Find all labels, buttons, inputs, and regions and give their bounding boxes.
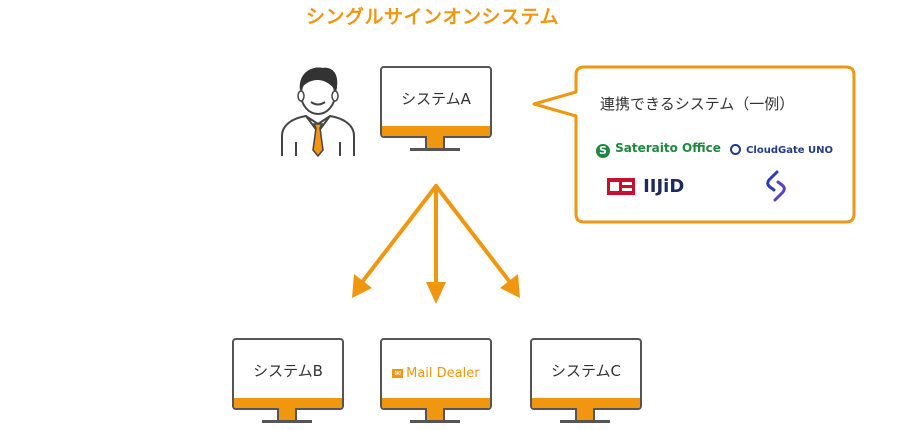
distribution-arrows	[352, 184, 520, 304]
monitor-system-c: システムC	[530, 338, 642, 423]
monitor-system-a: システムA	[380, 66, 492, 151]
bubble-heading: 連携できるシステム（一例）	[600, 95, 795, 113]
chain-logo-icon	[766, 170, 786, 202]
user-icon	[281, 67, 355, 158]
mail-dealer-logo: ✉Mail Dealer	[392, 366, 480, 381]
iijid-logo: IIJiD	[607, 176, 684, 197]
monitor-mail-dealer: ✉Mail Dealer	[380, 338, 492, 423]
sateraito-logo: S Sateraito Office	[596, 137, 721, 158]
arrow-to-system-b	[354, 184, 438, 292]
system-a-label: システムA	[401, 90, 471, 108]
monitor-system-b: システムB	[232, 338, 344, 423]
iijid-mark-icon	[607, 178, 635, 195]
diagram-title: シングルサインオンシステム	[306, 6, 559, 28]
sateraito-icon: S	[596, 144, 610, 158]
arrow-to-system-c	[434, 184, 518, 292]
mail-dealer-mark-icon: ✉	[392, 369, 404, 378]
system-b-label: システムB	[253, 362, 323, 380]
cloudgate-icon	[730, 144, 741, 155]
cloudgate-logo: CloudGate UNO	[730, 138, 833, 157]
system-c-label: システムC	[550, 362, 622, 380]
